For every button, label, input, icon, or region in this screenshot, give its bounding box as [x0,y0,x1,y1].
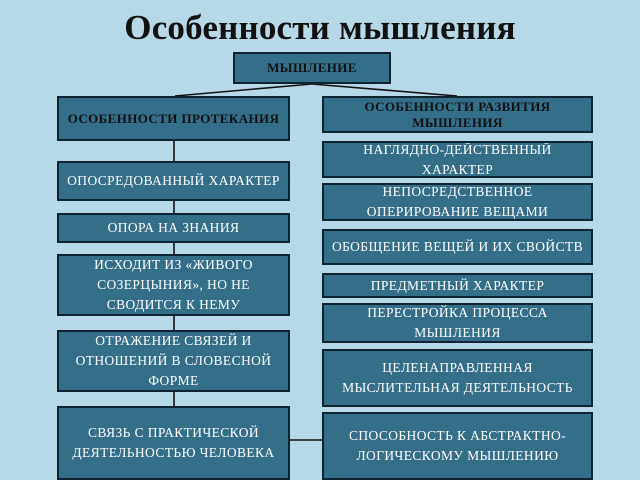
right-item-abstract-logic: СПОСОБНОСТЬ К АБСТРАКТНО-ЛОГИЧЕСКОМУ МЫШ… [322,412,593,480]
left-item-mediated: ОПОСРЕДОВАННЫЙ ХАРАКТЕР [57,161,290,201]
right-item-purposeful-activity: ЦЕЛЕНАПРАВЛЕННАЯ МЫСЛИТЕЛЬНАЯ ДЕЯТЕЛЬНОС… [322,349,593,407]
left-column-header: ОСОБЕННОСТИ ПРОТЕКАНИЯ [57,96,290,141]
left-item-verbal-form: ОТРАЖЕНИЕ СВЯЗЕЙ И ОТНОШЕНИЙ В СЛОВЕСНОЙ… [57,330,290,392]
right-item-restructuring: ПЕРЕСТРОЙКА ПРОЦЕССА МЫШЛЕНИЯ [322,303,593,343]
right-item-object-nature: ПРЕДМЕТНЫЙ ХАРАКТЕР [322,273,593,298]
right-column-header: ОСОБЕННОСТИ РАЗВИТИЯ МЫШЛЕНИЯ [322,96,593,133]
right-item-generalization: ОБОБЩЕНИЕ ВЕЩЕЙ И ИХ СВОЙСТВ [322,229,593,265]
left-item-knowledge: ОПОРА НА ЗНАНИЯ [57,213,290,243]
right-item-visual-action: НАГЛЯДНО-ДЕЙСТВЕННЫЙ ХАРАКТЕР [322,141,593,178]
connector-root-right [311,83,458,97]
connector-root-left [174,83,313,97]
left-item-practice: СВЯЗЬ С ПРАКТИЧЕСКОЙ ДЕЯТЕЛЬНОСТЬЮ ЧЕЛОВ… [57,406,290,480]
page-title: Особенности мышления [124,8,516,47]
right-item-direct-operation: НЕПОСРЕДСТВЕННОЕ ОПЕРИРОВАНИЕ ВЕЩАМИ [322,183,593,221]
left-item-contemplation: ИСХОДИТ ИЗ «ЖИВОГО СОЗЕРЦЫНИЯ», НО НЕ СВ… [57,254,290,316]
root-node-thinking: МЫШЛЕНИЕ [233,52,391,84]
